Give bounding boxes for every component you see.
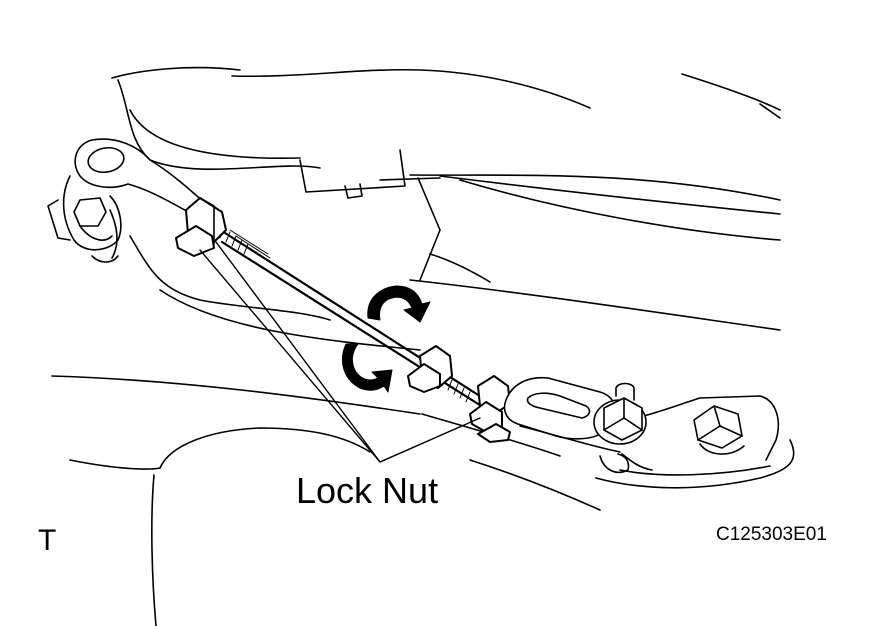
body-outline (51, 66, 795, 626)
left-lock-nut (175, 197, 227, 257)
link-rod (212, 224, 496, 416)
adjusting-sleeve (407, 345, 453, 393)
corner-mark: T (38, 524, 57, 557)
flange-bolt (593, 382, 647, 445)
figure-code: C125303E01 (716, 524, 827, 545)
lock-nut-label: Lock Nut (296, 470, 439, 511)
frame-bolt (693, 405, 745, 455)
left-rod-end (47, 138, 207, 263)
rotation-arrows-icon (342, 285, 431, 393)
callout-leaders (199, 241, 481, 463)
